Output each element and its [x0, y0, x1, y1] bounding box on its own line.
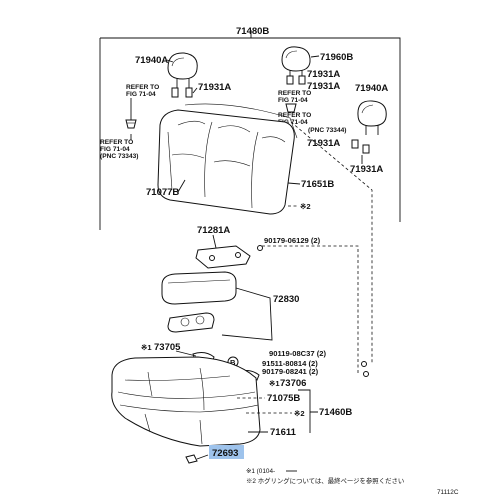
leader-71960b — [310, 55, 320, 58]
armrest — [161, 271, 237, 305]
leader-73705 — [175, 350, 197, 357]
ref-right2-line1: REFER TO — [278, 112, 311, 119]
seat-cushion — [111, 356, 261, 447]
headrest-center — [281, 46, 311, 78]
leader-71281a — [212, 234, 217, 249]
part-71940a-right-label: 71940A — [355, 83, 388, 94]
ref-left-line1: REFER TO — [126, 84, 159, 91]
clip-left — [125, 119, 137, 129]
dashed-guide-right — [290, 121, 373, 364]
bracket-71460b — [298, 389, 318, 413]
ref-right2-line3: (PNC 73344) — [308, 127, 346, 134]
headrest-guide-center — [286, 75, 306, 85]
part-71931a-r4-label: 71931A — [350, 164, 383, 175]
part-71931a-r2-label: 71931A — [307, 81, 340, 92]
part-91511-80814-label: 91511-80814 (2) — [262, 359, 318, 368]
armrest-bracket — [195, 245, 251, 269]
nut-90119-08c37 — [361, 361, 367, 367]
ref-left-line2: FIG 71-04 — [126, 91, 156, 98]
headrest-guide-right — [351, 139, 370, 154]
ref-left2-line3: (PNC 73343) — [100, 153, 138, 160]
ref-right2-line2: FIG 71-04 — [278, 119, 308, 126]
part-71940a-left-label: 71940A — [135, 55, 168, 66]
armrest-cupholder — [167, 312, 215, 333]
part-71651b-label: 71651B — [301, 179, 334, 190]
seat-back — [157, 103, 298, 215]
footnote-2: ※2 ホグリングについては、最終ページを参照ください — [246, 476, 404, 485]
part-90179-08241-label: 90179-08241 (2) — [262, 367, 319, 376]
ref-right-line2: FIG 71-04 — [278, 97, 308, 104]
part-71075b-label: 71075B — [267, 393, 300, 404]
leader-71940a-left — [166, 59, 174, 63]
part-73706-label: 73706 — [280, 378, 306, 389]
ref-right-line1: REFER TO — [278, 90, 311, 97]
part-90119-08c37-label: 90119-08C37 (2) — [269, 349, 326, 358]
part-72830-label: 72830 — [273, 294, 299, 305]
headrest-right — [357, 100, 387, 135]
part-72693-label: 72693 — [212, 448, 238, 459]
part-71077b-label: 71077B — [146, 187, 179, 198]
highlight-72693 — [209, 445, 244, 459]
mark-star2-71460b: ※2 — [294, 409, 305, 418]
nut-90179-08241 — [363, 371, 369, 377]
headrest-left — [167, 52, 198, 90]
headrest-guide-left — [171, 87, 193, 98]
ref-left2-line1: REFER TO — [100, 139, 133, 146]
bracket-72830 — [221, 287, 273, 341]
part-71281a-label: 71281A — [197, 225, 230, 236]
assembly-bracket-71480b — [100, 37, 401, 222]
mark-star2-71651b: ※2 — [300, 202, 311, 211]
part-71480b-label: 71480B — [236, 26, 269, 37]
leader-71931a-left — [192, 87, 198, 94]
ref-left2-line2: FIG 71-04 — [100, 146, 130, 153]
nut-90179-06129 — [257, 245, 263, 251]
dashed-guide-mid — [262, 245, 359, 374]
leader-71651b — [287, 182, 301, 185]
part-71931a-r1-label: 71931A — [307, 69, 340, 80]
part-71960b-label: 71960B — [320, 52, 353, 63]
circle-b-label: B — [230, 358, 236, 367]
footnote-1: ※1 (0104- — [246, 468, 275, 475]
part-71611-label: 71611 — [270, 427, 297, 438]
clip-right — [285, 103, 297, 113]
leader-71077b — [177, 179, 186, 193]
leader-72693 — [196, 454, 209, 460]
figure-code: 71112C — [437, 489, 459, 496]
part-90179-06129-label: 90179-06129 (2) — [264, 236, 321, 245]
part-73705-label: 73705 — [154, 342, 181, 353]
part-71460b-label: 71460B — [319, 407, 352, 418]
part-71931a-r3-label: 71931A — [307, 138, 340, 149]
part-71931a-left-label: 71931A — [198, 82, 231, 93]
mark-star1-73705: ※1 — [141, 343, 152, 352]
mark-star1-73706: ※1 — [269, 379, 280, 388]
hog-ring-72693 — [185, 454, 198, 464]
